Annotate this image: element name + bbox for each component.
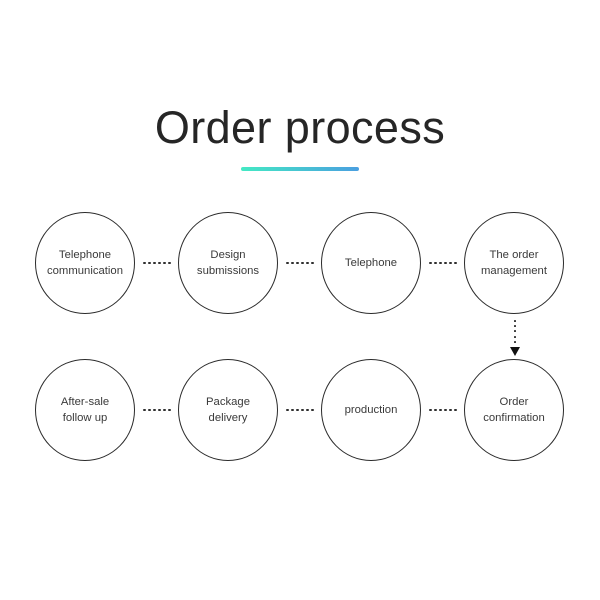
connector-dot — [513, 325, 517, 328]
node-telephone[interactable]: Telephone — [321, 212, 421, 314]
connector-dot — [153, 261, 156, 265]
connector-dot — [439, 408, 442, 412]
connector-dot — [148, 408, 151, 412]
node-label: After-sale follow up — [60, 396, 110, 424]
node-label: The order management — [481, 249, 547, 277]
connector-dot — [163, 408, 166, 412]
connector-arrow-down-icon — [508, 320, 522, 357]
connector-dot — [439, 261, 442, 265]
node-label: Package delivery — [206, 396, 250, 424]
connector-dot — [311, 261, 314, 265]
connector-dot — [429, 408, 432, 412]
connector-dots-bottom-1 — [137, 407, 177, 413]
node-telephone-communication[interactable]: Telephone communication — [35, 212, 135, 314]
connector-dots-bottom-2 — [280, 407, 320, 413]
connector-dot — [311, 408, 314, 412]
connector-dot — [286, 408, 289, 412]
connector-dot — [444, 408, 447, 412]
node-label: Telephone — [344, 257, 398, 269]
connector-dots-top-1 — [137, 260, 177, 266]
connector-dot — [301, 261, 304, 265]
connector-dot — [513, 340, 517, 343]
connector-dot — [291, 261, 294, 265]
node-the-order-management[interactable]: The order management — [464, 212, 564, 314]
connector-dot — [168, 261, 171, 265]
connector-dot — [513, 320, 517, 323]
connector-dot — [143, 408, 146, 412]
connector-dot — [444, 261, 447, 265]
connector-dot — [168, 408, 171, 412]
connector-dot — [286, 261, 289, 265]
node-label: production — [344, 404, 398, 416]
connector-dot — [163, 261, 166, 265]
connector-dot — [158, 261, 161, 265]
connector-dots-top-3 — [423, 260, 463, 266]
connector-dots-bottom-3 — [423, 407, 463, 413]
connector-dot — [153, 408, 156, 412]
title-block: Order process — [0, 102, 600, 172]
connector-dot — [449, 261, 452, 265]
connector-dot — [143, 261, 146, 265]
page-title: Order process — [154, 102, 446, 153]
connector-dot — [434, 261, 437, 265]
node-label: Order confirmation — [483, 396, 545, 424]
connector-dot — [301, 408, 304, 412]
connector-dot — [306, 408, 309, 412]
node-production[interactable]: production — [321, 359, 421, 461]
node-design-submissions[interactable]: Design submissions — [178, 212, 278, 314]
node-label: Design submissions — [196, 249, 260, 277]
connector-dot — [434, 408, 437, 412]
connector-dot — [454, 408, 457, 412]
connector-dot — [449, 408, 452, 412]
title-underline-accent — [241, 167, 359, 172]
connector-dot — [291, 408, 294, 412]
node-order-confirmation[interactable]: Order confirmation — [464, 359, 564, 461]
connector-dot — [306, 261, 309, 265]
connector-dot — [296, 261, 299, 265]
connector-dots-top-2 — [280, 260, 320, 266]
flow-row-top: Telephone communication Design submissio… — [0, 212, 600, 316]
node-package-delivery[interactable]: Package delivery — [178, 359, 278, 461]
connector-dot — [513, 335, 517, 338]
connector-dot — [148, 261, 151, 265]
connector-dot — [513, 330, 517, 333]
connector-dot — [158, 408, 161, 412]
arrow-head-icon — [510, 347, 520, 357]
flow-row-bottom: After-sale follow up Package delivery pr… — [0, 359, 600, 463]
node-after-sale-follow-up[interactable]: After-sale follow up — [35, 359, 135, 461]
connector-dot — [296, 408, 299, 412]
connector-dot — [429, 261, 432, 265]
node-label: Telephone communication — [47, 249, 123, 277]
connector-dot — [454, 261, 457, 265]
